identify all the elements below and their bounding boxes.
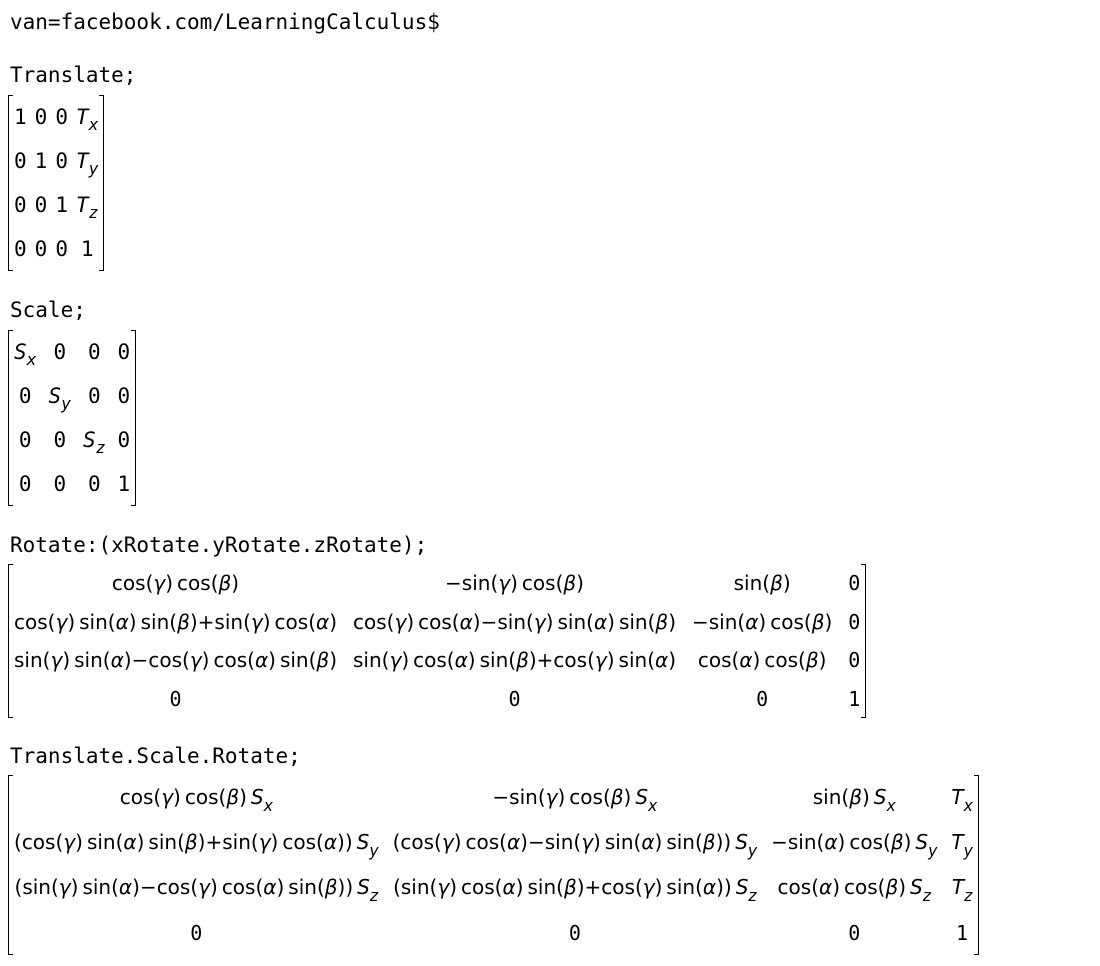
matrix-cell: 0 <box>848 648 861 673</box>
matrix-cell: 0 <box>55 104 68 129</box>
matrix-cell: 0 <box>34 236 48 261</box>
matrix-cell: −sin(α) cos(β) <box>692 609 833 634</box>
matrix-cell: 0 <box>87 471 101 496</box>
matrix-row: 0 0 0 1 <box>14 910 973 955</box>
matrix-cell: 0 <box>848 920 861 945</box>
matrix-cell: Ty <box>951 830 973 860</box>
matrix-cell: sin(β) <box>733 571 791 596</box>
matrix-row: cos(γ) sin(α) sin(β)+sin(γ) cos(α) cos(γ)… <box>14 603 860 642</box>
matrix-cell: −sin(γ) cos(β) Sx <box>492 785 658 815</box>
translate-label: Translate; <box>10 63 137 87</box>
bracket-right <box>99 95 105 271</box>
rotate-label: Rotate:(xRotate.yRotate.zRotate); <box>10 533 428 557</box>
matrix-cell: Sy <box>48 383 72 414</box>
matrix-cell: 0 <box>14 192 27 217</box>
matrix-cell: −sin(α) cos(β) Sy <box>771 830 938 860</box>
matrix-cell: 0 <box>87 383 101 408</box>
matrix-row: sin(γ) sin(α)−cos(γ) cos(α) sin(β) sin(γ)… <box>14 641 860 680</box>
matrix-cell: cos(γ) cos(β) Sx <box>119 785 273 815</box>
matrix-cell: −sin(γ) cos(β) <box>445 571 584 596</box>
matrix-cell: cos(α) cos(β) <box>697 648 827 673</box>
matrix-cell: 0 <box>508 686 521 711</box>
matrix-cell: (cos(γ) cos(α)−sin(γ) sin(α) sin(β)) Sy <box>392 830 758 860</box>
bracket-right <box>973 775 979 955</box>
matrix-cell: cos(γ) sin(α) sin(β)+sin(γ) cos(α) <box>14 609 337 634</box>
matrix-cell: 0 <box>190 920 203 945</box>
bracket-right <box>131 330 137 506</box>
matrix-cell: 0 <box>117 339 131 364</box>
bracket-left <box>8 95 13 271</box>
bracket-right <box>861 564 867 718</box>
matrix-cell: sin(γ) cos(α) sin(β)+cos(γ) sin(α) <box>353 648 676 673</box>
matrix-cell: 0 <box>53 339 67 364</box>
matrix-cell: (sin(γ) cos(α) sin(β)+cos(γ) sin(α)) Sz <box>393 875 757 905</box>
matrix-cell: 0 <box>14 236 27 261</box>
scale-label: Scale; <box>10 298 86 322</box>
matrix-row: cos(γ) cos(β) Sx −sin(γ) cos(β) Sx sin(β) … <box>14 775 973 820</box>
matrix-row: (cos(γ) sin(α) sin(β)+sin(γ) cos(α)) Sy (… <box>14 820 973 865</box>
matrix-cell: (sin(γ) sin(α)−cos(γ) cos(α) sin(β)) Sz <box>14 875 379 905</box>
matrix-cell: 1 <box>55 192 68 217</box>
matrix-cell: 0 <box>87 339 101 364</box>
matrix-cell: 0 <box>18 471 32 496</box>
matrix-cell: sin(γ) sin(α)−cos(γ) cos(α) sin(β) <box>14 648 337 673</box>
matrix-cell: 0 <box>568 920 581 945</box>
matrix-cell: 1 <box>34 148 48 173</box>
matrix-row: 0 0 0 1 <box>14 680 860 719</box>
matrix-cell: 1 <box>956 920 969 945</box>
matrix-cell: 0 <box>848 609 861 634</box>
bracket-left <box>8 330 13 506</box>
matrix-cell: cos(γ) cos(β) <box>111 571 240 596</box>
matrix-cell: (cos(γ) sin(α) sin(β)+sin(γ) cos(α)) Sy <box>14 830 379 860</box>
matrix-cell: 1 <box>80 236 94 261</box>
combined-matrix: cos(γ) cos(β) Sx −sin(γ) cos(β) Sx sin(β) … <box>8 775 979 955</box>
matrix-cell: 0 <box>169 686 182 711</box>
matrix-cell: 0 <box>117 427 131 452</box>
matrix-cell: 0 <box>34 192 48 217</box>
matrix-cell: 1 <box>848 686 861 711</box>
matrix-cell: 0 <box>117 383 131 408</box>
matrix-cell: Tx <box>951 785 973 815</box>
matrix-cell: 1 <box>117 471 131 496</box>
matrix-cell: 0 <box>34 104 48 129</box>
matrix-cell: 0 <box>55 148 68 173</box>
matrix-cell: 1 <box>14 104 27 129</box>
matrix-cell: cos(γ) cos(α)−sin(γ) sin(α) sin(β) <box>353 609 676 634</box>
matrix-cell: 0 <box>756 686 769 711</box>
matrix-cell: Ty <box>75 148 99 179</box>
matrix-cell: Tx <box>75 104 99 135</box>
matrix-row: cos(γ) cos(β) −sin(γ) cos(β) sin(β) 0 <box>14 564 860 603</box>
matrix-cell: 0 <box>53 427 67 452</box>
matrix-cell: 0 <box>53 471 67 496</box>
matrix-cell: cos(α) cos(β) Sz <box>777 875 931 905</box>
matrix-cell: sin(β) Sx <box>812 785 896 815</box>
matrix-cell: Sx <box>14 339 37 370</box>
matrix-cell: 0 <box>18 383 32 408</box>
matrix-cell: Sz <box>83 427 106 458</box>
matrix-cell: 0 <box>18 427 32 452</box>
matrix-row: (sin(γ) sin(α)−cos(γ) cos(α) sin(β)) Sz (… <box>14 865 973 910</box>
bracket-left <box>8 775 13 955</box>
matrix-cell: 0 <box>848 571 861 596</box>
combined-label: Translate.Scale.Rotate; <box>10 744 301 768</box>
matrix-cell: Tz <box>75 192 99 223</box>
matrix-cell: 0 <box>14 148 27 173</box>
bracket-left <box>8 564 13 718</box>
matrix-cell: Tz <box>951 875 973 905</box>
matrix-cell: 0 <box>55 236 68 261</box>
header-text: van=facebook.com/LearningCalculus$ <box>10 10 440 34</box>
